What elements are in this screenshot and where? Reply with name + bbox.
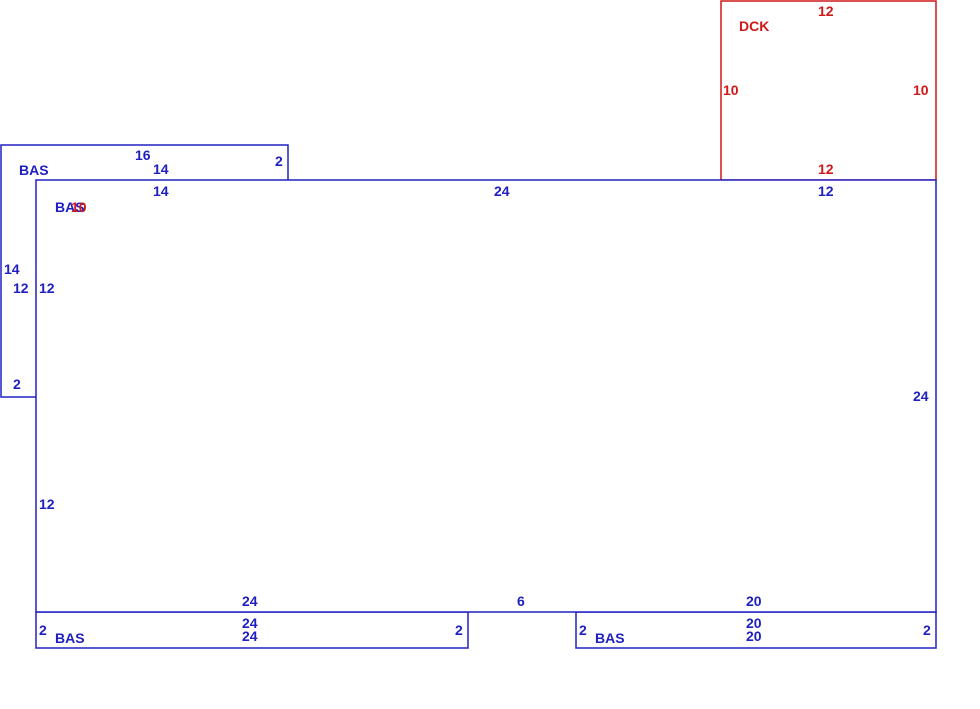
main-top-right-dimension: 12 (818, 183, 834, 199)
left-outer-side-dimension: 14 (4, 261, 20, 277)
deck-top-dimension: 12 (818, 3, 834, 19)
left-outer-top-dimension: 16 (135, 147, 151, 163)
main-left-lower-dimension: 12 (39, 496, 55, 512)
main-area-label: BAS (55, 199, 85, 215)
left-bottom-dimension: 2 (13, 376, 21, 392)
overlap-label: 10 (71, 199, 87, 215)
bottom-left-area-label: BAS (55, 630, 85, 646)
main-right-dimension: 24 (913, 388, 929, 404)
bottom-left-right-dimension: 2 (455, 622, 463, 638)
bottom-right-right-dimension: 2 (923, 622, 931, 638)
bottom-right-area-label: BAS (595, 630, 625, 646)
main-bottom-left-dimension: 24 (242, 593, 258, 609)
main-bottom-gap-dimension: 6 (517, 593, 525, 609)
main-left-upper-dimension: 12 (39, 280, 55, 296)
left-right-short-dimension: 2 (275, 153, 283, 169)
main-area-outline[interactable] (35, 179, 937, 613)
bottom-right-bottom-dimension: 20 (746, 628, 762, 644)
bottom-left-left-dimension: 2 (39, 622, 47, 638)
deck-bottom-dimension: 12 (818, 161, 834, 177)
bottom-left-top-dimension: 24 (242, 615, 258, 631)
main-bottom-right-dimension: 20 (746, 593, 762, 609)
deck-right-dimension: 10 (913, 82, 929, 98)
bottom-right-left-dimension: 2 (579, 622, 587, 638)
main-top-mid-dimension: 24 (494, 183, 510, 199)
left-inner-top-dimension: 14 (153, 161, 169, 177)
bottom-right-top-dimension: 20 (746, 615, 762, 631)
left-inner-side-dimension: 12 (13, 280, 29, 296)
deck-area-label: DCK (739, 18, 769, 34)
bottom-left-bottom-dimension: 24 (242, 628, 258, 644)
deck-left-dimension: 10 (723, 82, 739, 98)
main-top-left-dimension: 14 (153, 183, 169, 199)
left-area-label: BAS (19, 162, 49, 178)
